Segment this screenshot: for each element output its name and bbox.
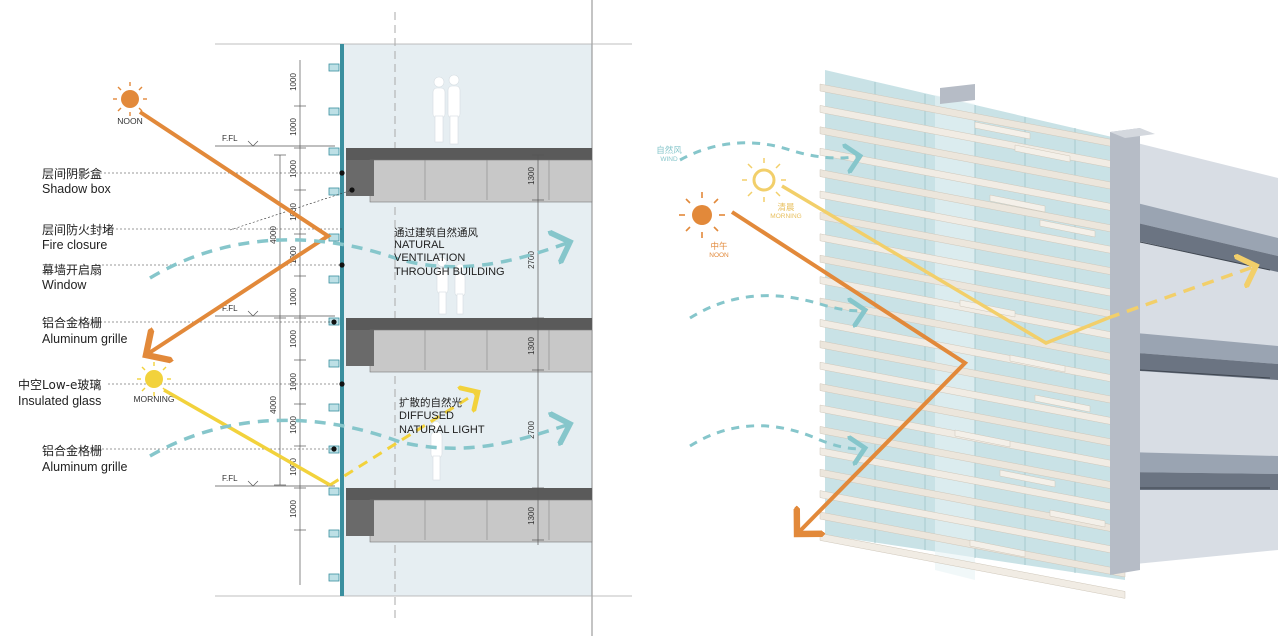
isometric-facade: 自然风 WIND 清晨 MORNING 中午 NOON: [656, 70, 1278, 599]
light-note-en-2: NATURAL LIGHT: [399, 424, 485, 436]
iso-wind-label-en: WIND: [660, 156, 678, 163]
floor-mark-1: F.FL: [222, 134, 238, 143]
label-window-en: Window: [42, 278, 87, 292]
fin-short-2: [1014, 144, 1071, 163]
left-dim-2: 1000: [289, 118, 298, 136]
label-fire-closure-cn: 层间防火封堵: [42, 222, 114, 237]
noon-ray: [138, 110, 332, 355]
left-dimension-chain: 1000 1000 1000 1000 1000 1000 1000 1000 1000 1000…: [215, 60, 335, 585]
left-dim-3: 1000: [289, 160, 298, 178]
floor-mark-3: F.FL: [222, 474, 238, 483]
noon-sun-icon: [113, 82, 147, 116]
left-dim-10: 1000: [289, 458, 298, 476]
shadow-box-3: [346, 500, 374, 536]
iso-morning-sun-icon: [742, 158, 786, 202]
ventilation-note-en-3: THROUGH BUILDING: [394, 266, 505, 278]
fin-short-11: [969, 539, 1026, 558]
left-dim-5: 1000: [289, 246, 298, 264]
iso-wind-3: [689, 424, 865, 449]
fin-short-7: [1034, 394, 1091, 413]
slab-3: [346, 488, 592, 500]
fin-short-8: [954, 429, 1011, 448]
leader-lines: [60, 172, 353, 450]
label-aluminum-grille-2-cn: 铝合金格栅: [42, 443, 102, 458]
iso-noon-label-en: NOON: [709, 252, 729, 259]
iso-morning-diffused-ray: [1107, 266, 1256, 320]
curtain-wall-mullion: [340, 44, 344, 596]
iso-noon-sun-icon: [679, 192, 725, 238]
fin-short-4: [1039, 219, 1096, 238]
label-fire-closure-en: Fire closure: [42, 238, 107, 252]
ceiling-1: [369, 159, 593, 203]
parapet: [940, 84, 975, 104]
label-window-cn: 幕墙开启扇: [42, 262, 102, 277]
fin-short-3: [989, 194, 1046, 213]
iso-noon-label-cn: 中午: [710, 241, 728, 252]
ventilation-note-cn: 通过建筑自然通风: [394, 226, 478, 239]
noon-label: NOON: [117, 116, 143, 126]
wind-path-lower: [149, 420, 570, 458]
right-dim-3: 1300: [527, 337, 536, 355]
floor-mark-2: F.FL: [222, 304, 238, 313]
people-silhouettes: [430, 74, 466, 481]
ceiling-2: [369, 329, 593, 373]
iso-morning-ray: [781, 184, 1109, 345]
left-dim-1: 1000: [289, 73, 298, 91]
iso-noon-ray: [730, 210, 969, 534]
iso-wind-1: [679, 141, 860, 160]
slab-1: [346, 148, 592, 160]
fin-short-9: [999, 469, 1056, 488]
label-insulated-glass-en: Insulated glass: [18, 394, 101, 408]
leader-dots: [331, 170, 355, 452]
floor-height-1: 4000: [269, 226, 278, 244]
fin-short-10: [1049, 509, 1106, 528]
fin-short-6: [1009, 354, 1066, 373]
right-dim-2: 2700: [527, 251, 536, 269]
left-dim-6: 1000: [289, 288, 298, 306]
light-note-en-1: DIFFUSED: [399, 410, 454, 422]
horizontal-fins: [819, 83, 1126, 599]
fin-22: [819, 533, 1126, 599]
left-dim-8: 1000: [289, 373, 298, 391]
label-shadow-box-cn: 层间阴影盒: [42, 166, 102, 181]
right-dim-5: 1300: [527, 507, 536, 525]
light-note-cn: 扩散的自然光: [399, 396, 462, 409]
iso-morning-label-en: MORNING: [770, 213, 801, 220]
label-aluminum-grille-1-cn: 铝合金格栅: [42, 315, 102, 330]
label-insulated-glass-cn: 中空Low-e玻璃: [18, 377, 101, 392]
ceiling-3: [369, 499, 593, 543]
wind-path-upper: [149, 240, 570, 280]
iso-wind-2: [689, 294, 865, 318]
right-dim-1: 1300: [527, 167, 536, 185]
morning-label: MORNING: [133, 394, 174, 404]
fin-short-1: [974, 121, 1031, 140]
shadow-box-2: [346, 330, 374, 366]
ventilation-note-en-2: VENTILATION: [394, 252, 465, 264]
left-dim-7: 1000: [289, 330, 298, 348]
iso-wind-label-cn: 自然风: [656, 145, 682, 156]
right-dim-4: 2700: [527, 421, 536, 439]
label-aluminum-grille-2-en: Aluminum grille: [42, 460, 127, 474]
floor-slabs: [346, 148, 593, 543]
floor-height-2: 4000: [269, 396, 278, 414]
slab-2: [346, 318, 592, 330]
morning-diffused-ray: [329, 392, 478, 487]
left-dim-9: 1000: [289, 416, 298, 434]
iso-morning-label-cn: 清晨: [777, 202, 795, 213]
right-dimension-chain: 1300 2700 1300 2700 1300: [527, 154, 544, 545]
label-shadow-box-en: Shadow box: [42, 182, 112, 196]
section-drawing: 1000 1000 1000 1000 1000 1000 1000 1000 1000 1000…: [18, 0, 632, 636]
section-labels: 层间阴影盒 Shadow box 层间防火封堵 Fire closure 幕墙开…: [18, 166, 127, 474]
corner-column: [1110, 128, 1140, 575]
label-aluminum-grille-1-en: Aluminum grille: [42, 332, 127, 346]
glass-reflection: [935, 95, 975, 580]
ventilation-note-en-1: NATURAL: [394, 239, 445, 251]
morning-ray: [163, 388, 331, 487]
left-dim-11: 1000: [289, 500, 298, 518]
